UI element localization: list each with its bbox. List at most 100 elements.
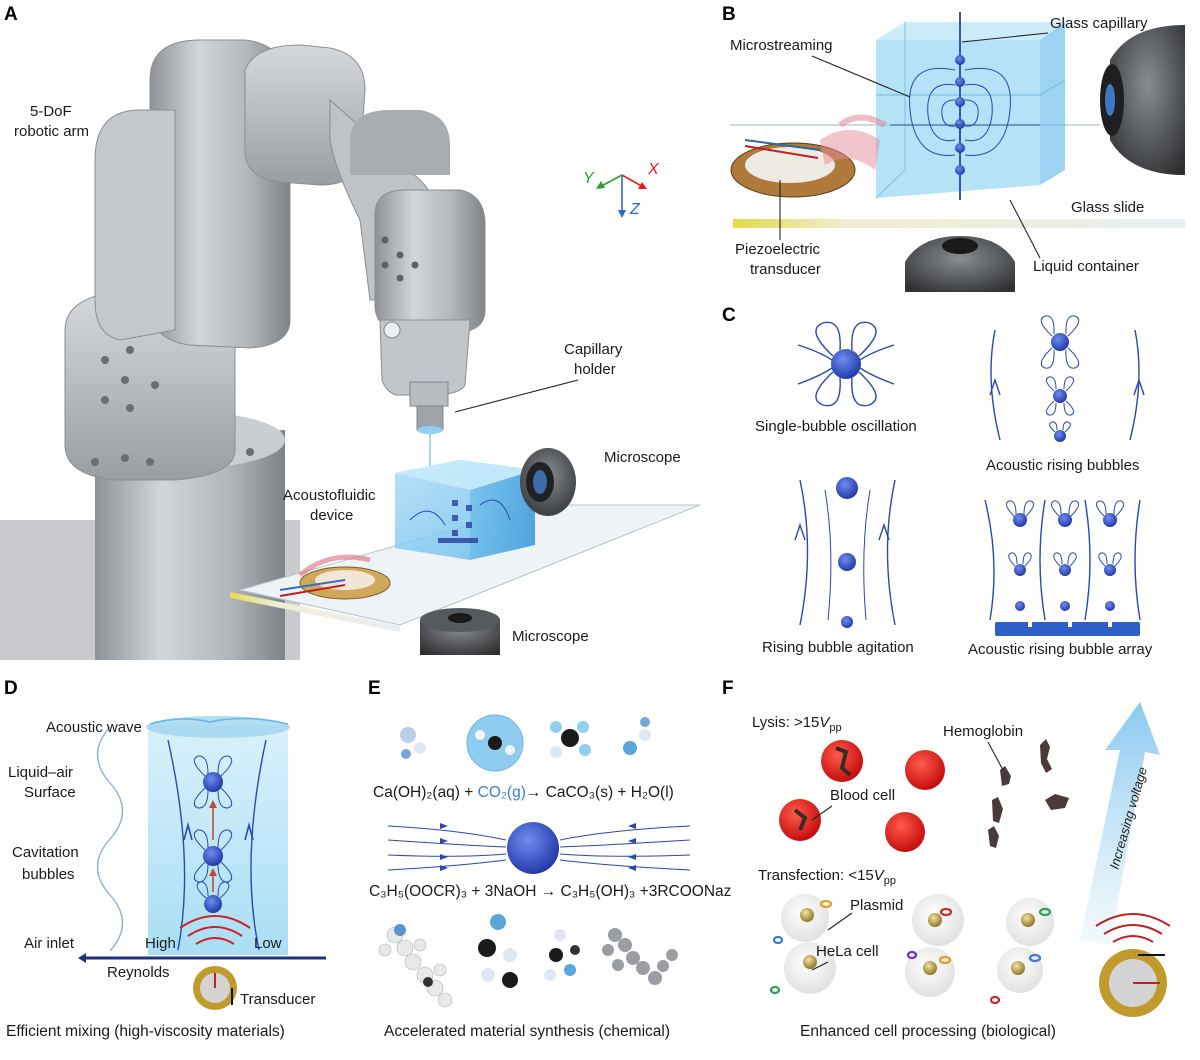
- panel-d-letter: D: [4, 678, 18, 699]
- microscope-side-b: [1100, 25, 1185, 175]
- blood-cells: [779, 740, 945, 852]
- single-bubble-diagram: [797, 321, 895, 407]
- low-label: Low: [254, 935, 282, 952]
- panel-f: F Increasing voltage Lysis: >15Vpp: [722, 678, 1171, 1040]
- lysis-label: Lysis: >15Vpp: [752, 714, 842, 734]
- molecules-top-row: [400, 714, 651, 772]
- liquid-column: [148, 725, 288, 955]
- equation-1: Ca(OH)₂(aq) + CO₂(g)→ CaCO₃(s) + H₂O(l): [373, 784, 674, 801]
- reynolds-label: Reynolds: [107, 964, 170, 981]
- plasmids: [769, 899, 1052, 1005]
- plasmid-leader: [827, 912, 853, 931]
- piezo-label-line1: Piezoelectric: [735, 241, 821, 258]
- acoustofluidic-device-cube: [395, 460, 535, 560]
- panel-a: A: [0, 4, 701, 660]
- acoustic-wave-label: Acoustic wave: [46, 719, 142, 736]
- cavitation-label-line1: Cavitation: [12, 844, 79, 861]
- glass-slide-label: Glass slide: [1071, 199, 1144, 216]
- acoustic-rising-array-diagram: [984, 499, 1141, 636]
- robotic-arm-illustration: [0, 39, 486, 660]
- panel-f-caption: Enhanced cell processing (biological): [800, 1023, 1056, 1040]
- microstreaming-label: Microstreaming: [730, 37, 833, 54]
- capillary-holder-leader: [454, 379, 579, 413]
- panel-c: C Single-bubble oscillation: [722, 305, 1153, 658]
- rising-agitation-label: Rising bubble agitation: [762, 639, 914, 656]
- air-inlet-label: Air inlet: [24, 935, 75, 952]
- axis-x-label: X: [647, 161, 660, 178]
- cavitation-label-line2: bubbles: [22, 866, 75, 883]
- liquid-air-label-line1: Liquid–air: [8, 764, 73, 781]
- piezoelectric-transducer-b: [730, 114, 887, 198]
- hemoglobin-fragments: [988, 739, 1069, 848]
- central-bubble-e: [387, 822, 691, 874]
- equation-1-co2: CO₂(g): [478, 784, 526, 801]
- axis-z-label: Z: [629, 201, 641, 218]
- lysis-text: Lysis: >15: [752, 714, 819, 731]
- hela-cell-label: HeLa cell: [816, 943, 879, 960]
- hemoglobin-leader: [987, 741, 1004, 771]
- cavitation-bubbles-d: [193, 755, 233, 913]
- microscope-top-label: Microscope: [604, 449, 681, 466]
- streamline-right: [250, 739, 267, 951]
- glass-capillary-label: Glass capillary: [1050, 15, 1148, 32]
- acoustic-rising-bubbles-diagram: [989, 315, 1145, 442]
- high-label: High: [145, 935, 176, 952]
- arm-label-line2: robotic arm: [14, 123, 89, 140]
- equation-2: C₃H₅(OOCR)₃ + 3NaOH → C₃H₅(OH)₃ +3RCOONa…: [369, 883, 731, 900]
- sound-wave-arcs-d: [179, 915, 251, 945]
- acoustic-rising-label: Acoustic rising bubbles: [986, 457, 1139, 474]
- piezo-label-line2: transducer: [750, 261, 821, 278]
- panel-d-caption: Efficient mixing (high-viscosity materia…: [6, 1023, 285, 1040]
- panel-b: B: [722, 4, 1185, 292]
- equation-1-part2: → CaCO₃(s) + H₂O(l): [526, 784, 674, 801]
- microstreaming-leader: [811, 55, 911, 98]
- arm-label-line1: 5-DoF: [30, 103, 72, 120]
- transfection-v: V: [874, 867, 886, 884]
- equation-1-part1: Ca(OH)₂(aq) +: [373, 784, 478, 801]
- hemoglobin-label: Hemoglobin: [943, 723, 1023, 740]
- microscope-bottom-label: Microscope: [512, 628, 589, 645]
- coordinate-axes: X Y Z: [583, 161, 660, 218]
- blood-cell-label: Blood cell: [830, 787, 895, 804]
- glass-slide-b: [733, 219, 1185, 228]
- panel-b-letter: B: [722, 4, 736, 25]
- lysis-v-sub: pp: [829, 722, 841, 734]
- microscope-bottom-b: [905, 236, 1015, 292]
- plasmid-label: Plasmid: [850, 897, 903, 914]
- panel-a-letter: A: [4, 4, 18, 25]
- lysis-v: V: [819, 714, 831, 731]
- transfection-label: Transfection: <15Vpp: [758, 867, 896, 887]
- panel-d: D: [4, 678, 326, 1040]
- transducer-d: [193, 966, 237, 1010]
- capillary-holder-label-line2: holder: [574, 361, 616, 378]
- molecules-bottom-row: [378, 914, 678, 1008]
- microscope-side-a: [520, 448, 576, 516]
- panel-e: E Ca(OH)₂(aq) + CO₂(g)→ CaCO₃(s) + H₂O(l…: [368, 678, 731, 1040]
- liquid-container-label: Liquid container: [1033, 258, 1139, 275]
- microscope-bottom-a: [420, 608, 500, 655]
- panel-c-letter: C: [722, 305, 736, 326]
- transducer-label: Transducer: [240, 991, 315, 1008]
- transfection-v-sub: pp: [884, 875, 896, 887]
- acoustofluidic-label-line2: device: [310, 507, 353, 524]
- acoustic-wave-line: [97, 726, 123, 952]
- capillary-holder-label-line1: Capillary: [564, 341, 623, 358]
- axis-y-label: Y: [583, 170, 595, 187]
- transfection-text: Transfection: <15: [758, 867, 874, 884]
- panel-e-letter: E: [368, 678, 381, 699]
- liquid-container-b: [875, 12, 1066, 200]
- liquid-container-leader: [1009, 199, 1041, 259]
- rising-array-label: Acoustic rising bubble array: [968, 641, 1153, 658]
- rising-bubble-agitation-diagram: [794, 477, 896, 628]
- hela-cells: [781, 894, 1054, 997]
- glass-capillary-leader: [961, 32, 1049, 43]
- hela-cell-leader: [811, 961, 829, 971]
- transducer-a: [279, 554, 391, 600]
- panel-e-caption: Accelerated material synthesis (chemical…: [384, 1023, 670, 1040]
- panel-f-letter: F: [722, 678, 734, 699]
- acoustofluidic-label-line1: Acoustofluidic: [283, 487, 376, 504]
- transducer-f: [1095, 913, 1171, 1017]
- blood-cell-leader: [811, 805, 833, 821]
- liquid-air-label-line2: Surface: [24, 784, 76, 801]
